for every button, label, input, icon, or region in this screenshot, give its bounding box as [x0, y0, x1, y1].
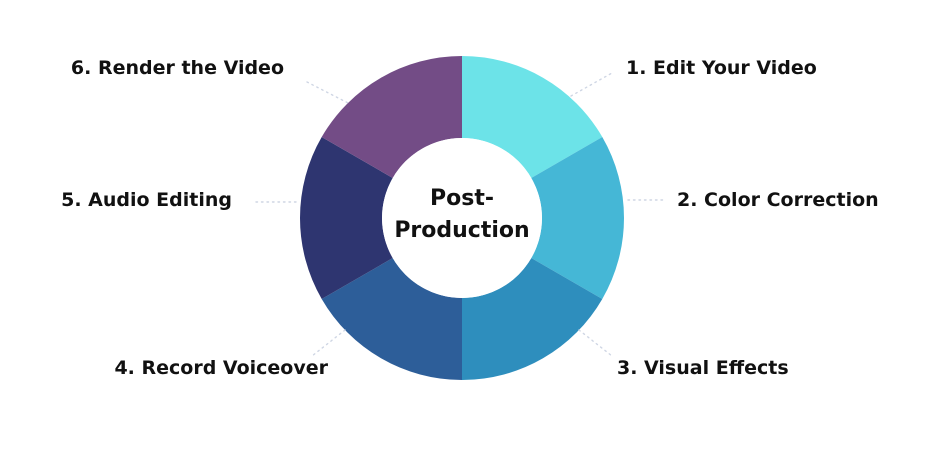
- connector-4: [311, 329, 346, 357]
- ring-segment-5: [300, 137, 393, 299]
- ring-segment-1: [462, 56, 603, 178]
- step-label-6: 6. Render the Video: [71, 57, 284, 79]
- ring-segment-6: [321, 56, 462, 178]
- step-label-5: 5. Audio Editing: [61, 189, 232, 211]
- step-label-3: 3. Visual Effects: [617, 357, 789, 379]
- connector-3: [578, 329, 613, 357]
- ring-segment-2: [531, 137, 624, 299]
- ring-segment-3: [462, 258, 603, 380]
- step-label-1: 1. Edit Your Video: [626, 57, 817, 79]
- step-label-4: 4. Record Voiceover: [114, 357, 328, 379]
- connector-6: [306, 81, 351, 105]
- step-label-2: 2. Color Correction: [677, 189, 879, 211]
- center-label-line-2: Production: [394, 218, 529, 243]
- ring-segment-4: [321, 258, 462, 380]
- ring-segments: [300, 56, 624, 380]
- connector-1: [570, 72, 613, 97]
- center-hub: [382, 138, 542, 298]
- center-label-line-1: Post-: [430, 186, 494, 211]
